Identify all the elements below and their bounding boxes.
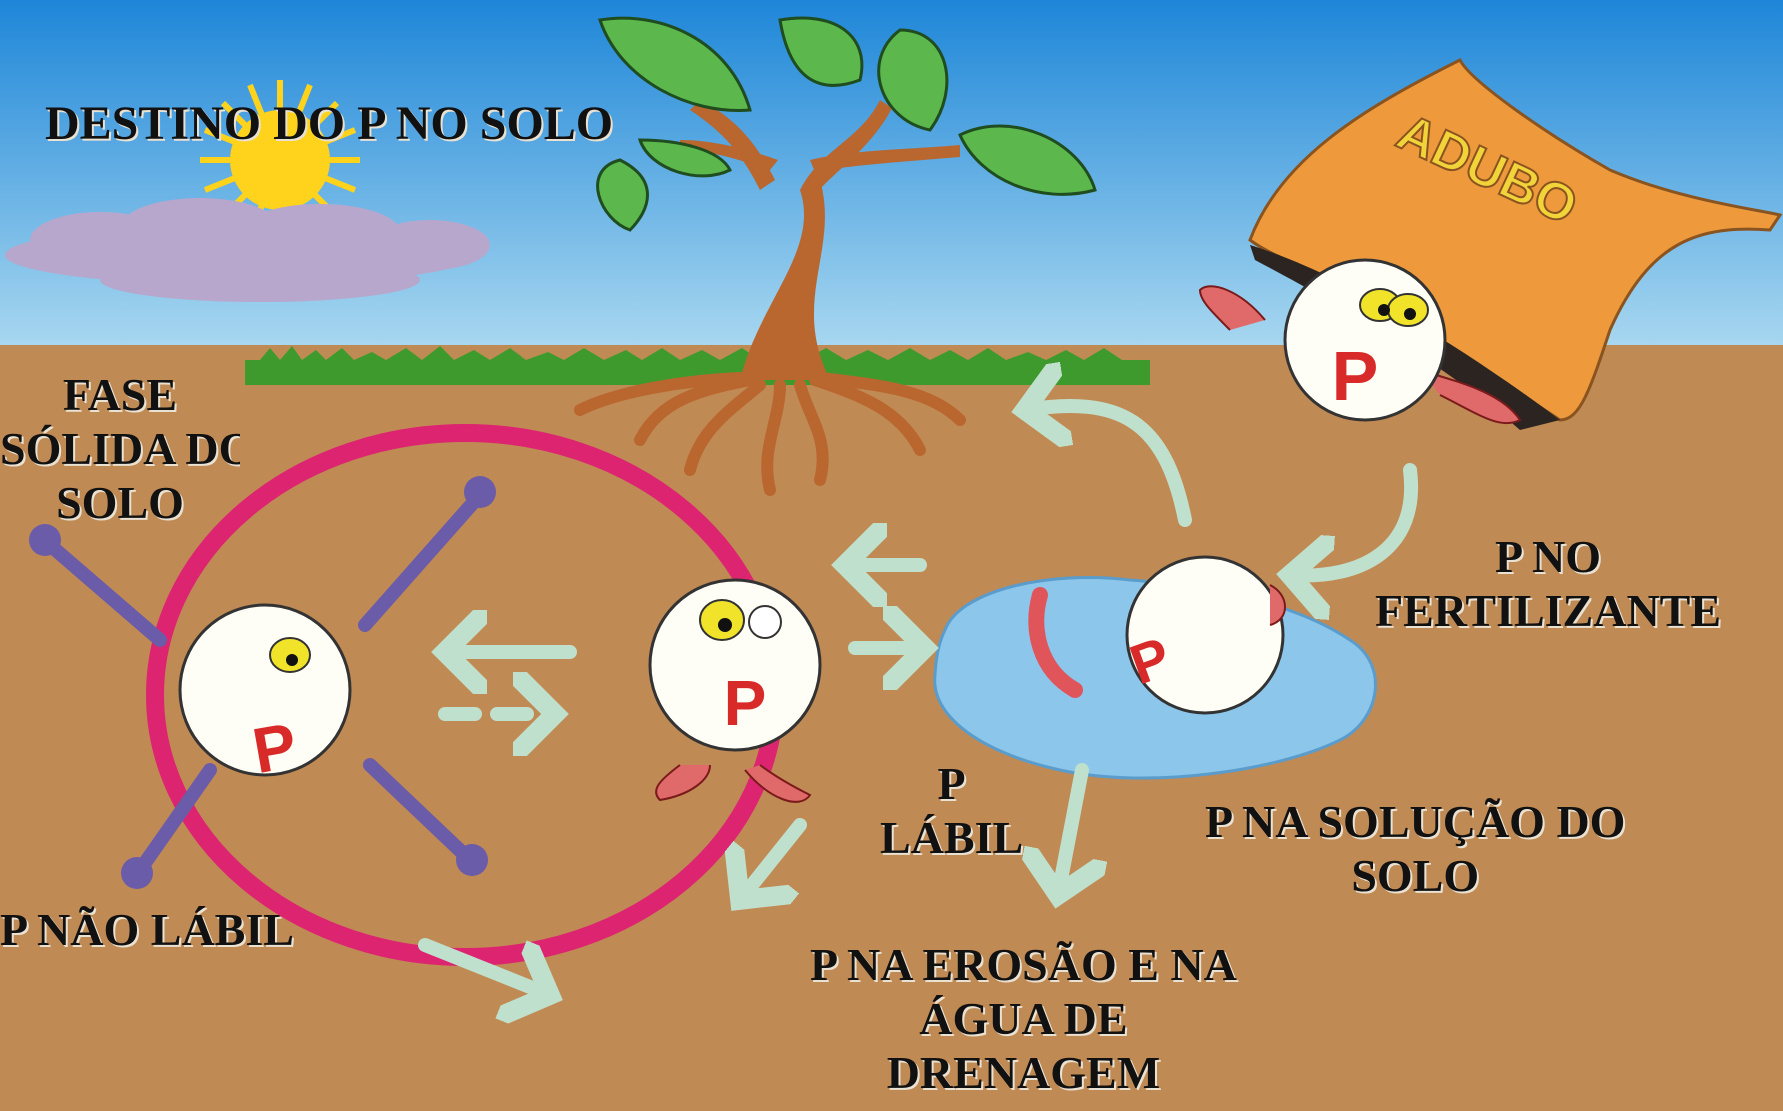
label-p-erosao: P NA EROSÃO E NA ÁGUA DE DRENAGEM xyxy=(810,938,1237,1099)
label-p-solucao: P NA SOLUÇÃO DO SOLO xyxy=(1205,795,1625,903)
label-p-nao-labil: P NÃO LÁBIL xyxy=(0,903,294,957)
label-line: FASE xyxy=(0,368,240,422)
label-line: ÁGUA DE xyxy=(810,992,1237,1046)
label-line: SÓLIDA DO xyxy=(0,422,240,476)
label-line: P NÃO LÁBIL xyxy=(0,903,294,957)
label-line: P NA EROSÃO E NA xyxy=(810,938,1237,992)
title-text: DESTINO DO P NO SOLO xyxy=(45,96,613,152)
page-title: DESTINO DO P NO SOLO xyxy=(45,96,613,152)
character-letter: P xyxy=(1332,337,1379,415)
label-fase-solida: FASE SÓLIDA DO SOLO xyxy=(0,368,240,529)
character-letter: P xyxy=(724,667,767,739)
label-line: DRENAGEM xyxy=(810,1046,1237,1100)
label-line: LÁBIL xyxy=(880,811,1023,865)
label-line: P NA SOLUÇÃO DO xyxy=(1205,795,1625,849)
label-line: P xyxy=(880,757,1023,811)
label-p-fertilizante: P NO FERTILIZANTE xyxy=(1375,530,1721,638)
label-line: P NO xyxy=(1375,530,1721,584)
label-line: SOLO xyxy=(0,476,240,530)
label-line: FERTILIZANTE xyxy=(1375,584,1721,638)
label-p-labil: P LÁBIL xyxy=(880,757,1023,865)
label-line: SOLO xyxy=(1205,849,1625,903)
